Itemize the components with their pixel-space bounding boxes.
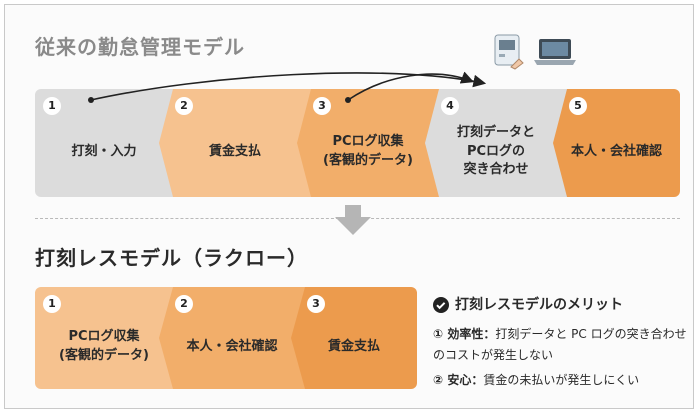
merit-item-2-text: 賃金の未払いが発生しにくい — [483, 372, 640, 387]
merit-item-1: ① 効率性：打刻データと PC ログの突き合わせのコストが発生しない — [433, 324, 695, 366]
old-step-1: 1 打刻・入力 — [35, 89, 173, 197]
arrow-from-step3 — [347, 71, 474, 101]
step-number: 3 — [313, 97, 331, 115]
step-label: 賃金支払 — [327, 338, 380, 354]
step-label: 本人・会社確認 — [570, 143, 662, 159]
step-label: 打刻・入力 — [71, 143, 137, 159]
step-label: 打刻データと PCログの 突き合わせ — [456, 124, 535, 178]
step-number: 2 — [175, 97, 193, 115]
step-label: 本人・会社確認 — [186, 338, 278, 354]
new-model-title: 打刻レスモデル（ラクロー） — [35, 246, 308, 270]
old-step-3: 3 PCログ収集 (客観的データ) — [297, 89, 439, 197]
device-icon — [494, 34, 524, 70]
step-number: 1 — [43, 97, 61, 115]
merit-item-2-prefix: ② 安心： — [433, 372, 484, 387]
merit-item-2: ② 安心：賃金の未払いが発生しにくい — [433, 370, 695, 391]
merits-heading: 打刻レスモデルのメリット — [433, 293, 695, 318]
old-step-4: 4 打刻データと PCログの 突き合わせ — [425, 89, 567, 197]
step-number: 1 — [43, 295, 61, 313]
merit-item-1-prefix: ① 効率性： — [433, 326, 496, 341]
old-step-2: 2 賃金支払 — [159, 89, 311, 197]
new-step-3: 3 賃金支払 — [291, 287, 417, 389]
new-step-1: 1 PCログ収集 (客観的データ) — [35, 287, 173, 389]
new-step-2: 2 本人・会社確認 — [159, 287, 305, 389]
merits-title: 打刻レスモデルのメリット — [455, 297, 623, 313]
figure-frame: 従来の勤怠管理モデル 1 打刻・入力 2 賃金支払 3 PCログ収集 (客観的デ… — [4, 4, 694, 409]
new-model-flow: 1 PCログ収集 (客観的データ) 2 本人・会社確認 3 賃金支払 — [35, 287, 417, 389]
merit-item-1-text: 打刻データと PC ログの突き合わせのコストが発生しない — [433, 326, 687, 362]
step-label: PCログ収集 (客観的データ) — [323, 134, 413, 168]
laptop-icon — [534, 39, 576, 65]
connector-arrows — [88, 71, 487, 103]
merits-panel: 打刻レスモデルのメリット ① 効率性：打刻データと PC ログの突き合わせのコス… — [433, 293, 695, 395]
step-number: 2 — [175, 295, 193, 313]
old-model-title: 従来の勤怠管理モデル — [35, 35, 245, 59]
arrow-from-step1 — [90, 72, 487, 101]
old-model-flow: 1 打刻・入力 2 賃金支払 3 PCログ収集 (客観的データ) 4 打刻データ… — [35, 89, 680, 197]
down-arrow-icon — [335, 205, 371, 235]
step-label: PCログ収集 (客観的データ) — [59, 329, 149, 363]
old-step-5: 5 本人・会社確認 — [553, 89, 680, 197]
step-label: 賃金支払 — [208, 143, 261, 159]
step-number: 3 — [307, 295, 325, 313]
step-number: 4 — [441, 97, 459, 115]
check-circle-icon — [433, 297, 449, 314]
step-number: 5 — [569, 97, 587, 115]
